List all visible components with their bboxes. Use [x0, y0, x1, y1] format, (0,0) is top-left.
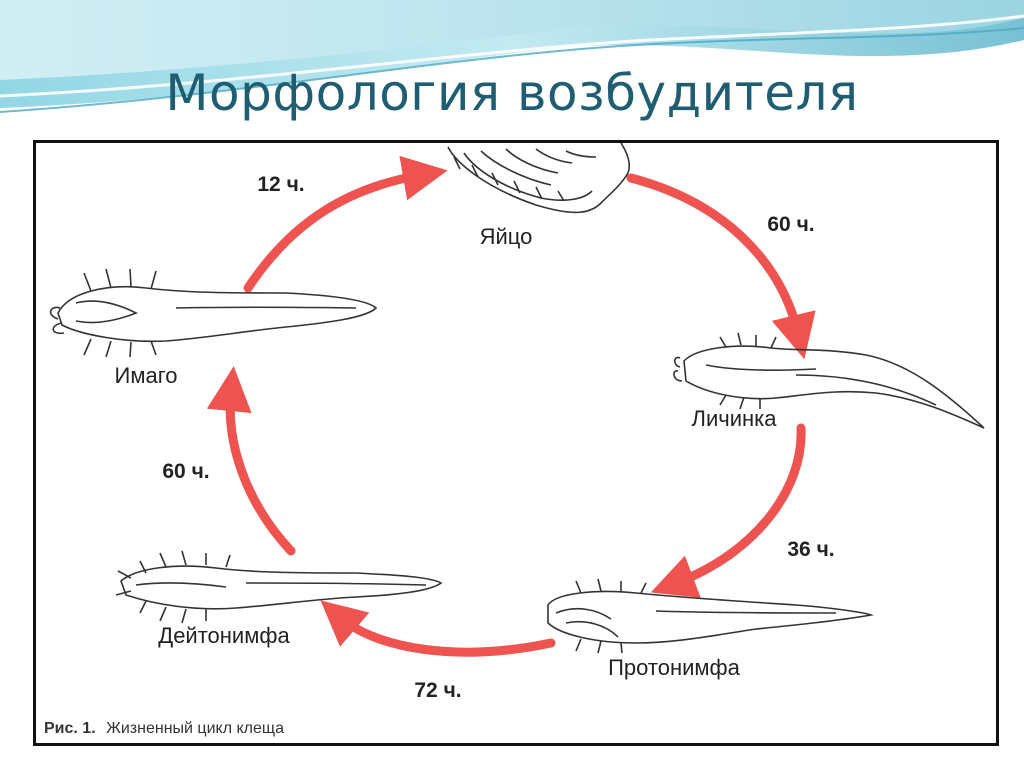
figure-caption-number: Рис. 1. — [44, 720, 96, 737]
deutonymph-illustration — [115, 550, 443, 624]
arrow-protonymph-to-deutonymph — [320, 600, 556, 657]
duration-imago-egg: 12 ч. — [257, 173, 304, 196]
imago-illustration — [49, 268, 378, 358]
figure-caption: Рис. 1. Жизненный цикл клеща — [44, 720, 284, 737]
arrow-imago-to-egg — [243, 155, 448, 293]
duration-larva-protonymph: 36 ч. — [787, 538, 834, 561]
stage-label-deutonymph: Дейтонимфа — [158, 623, 290, 648]
stage-label-egg: Яйцо — [480, 224, 533, 249]
figure-caption-text: Жизненный цикл клеща — [106, 720, 284, 737]
duration-deutonymph-imago: 60 ч. — [162, 460, 209, 483]
stage-label-larva: Личинка — [692, 406, 778, 431]
duration-protonymph-deutonymph: 72 ч. — [414, 679, 461, 702]
egg-illustration — [447, 143, 631, 214]
arrow-deutonymph-to-imago — [206, 366, 296, 556]
protonymph-illustration — [547, 578, 874, 654]
arrow-egg-to-larva — [626, 173, 816, 360]
stage-label-protonymph: Протонимфа — [608, 655, 741, 680]
figure-frame: Яйцо Личинка Протонимфа Дейтонимфа Имаго… — [33, 140, 999, 746]
header-wave-decoration — [0, 0, 1024, 113]
arrow-larva-to-protonymph — [650, 423, 806, 598]
larva-illustration — [673, 332, 985, 429]
stage-label-imago: Имаго — [115, 363, 178, 388]
life-cycle-diagram: Яйцо Личинка Протонимфа Дейтонимфа Имаго… — [44, 143, 985, 737]
duration-egg-larva: 60 ч. — [767, 213, 814, 236]
slide-title: Морфология возбудителя — [165, 64, 859, 122]
